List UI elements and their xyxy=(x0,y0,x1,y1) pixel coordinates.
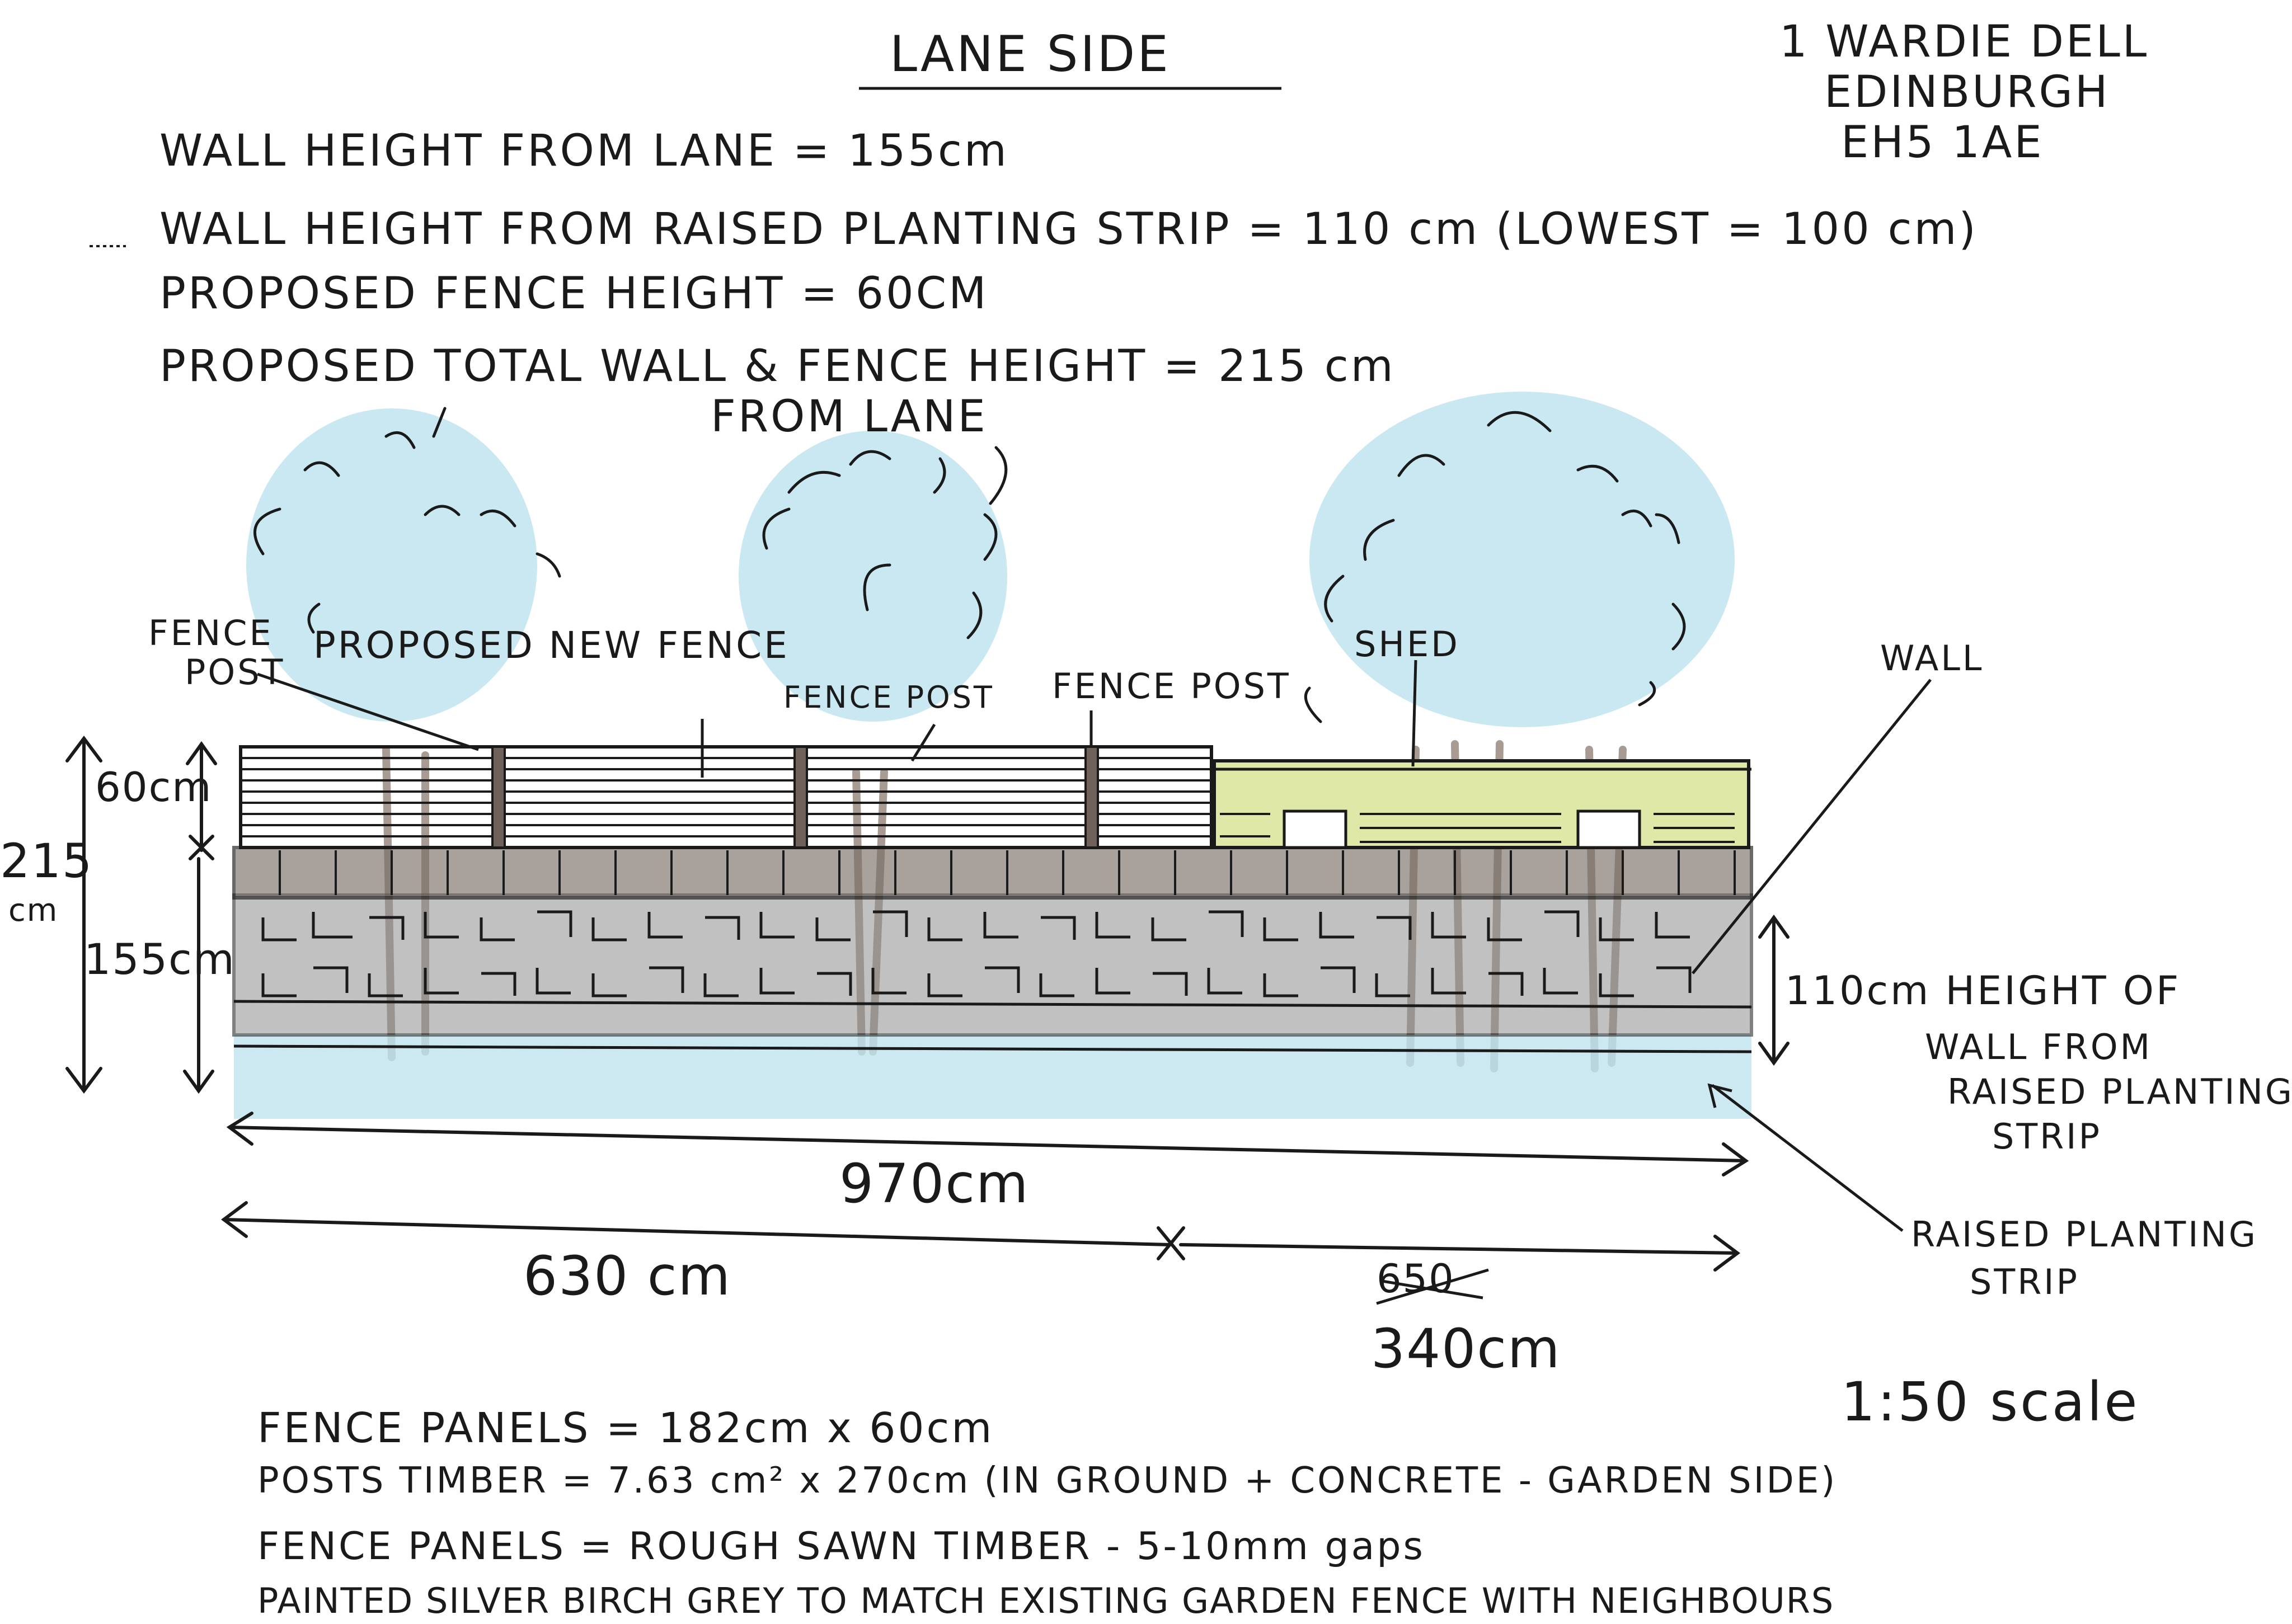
spec-wall-height-lane: WALL HEIGHT FROM LANE = 155cm xyxy=(159,126,1009,176)
planting-strip-top xyxy=(233,1044,1752,1053)
fence-post xyxy=(491,746,506,849)
dim-right-length: 340cm xyxy=(1371,1317,1561,1380)
fence-post xyxy=(793,746,808,849)
note-fence-panel-size: FENCE PANELS = 182cm x 60cm xyxy=(257,1404,994,1452)
leader-lines xyxy=(257,660,1932,1232)
horizontal-dimensions xyxy=(221,1112,1749,1272)
fence-slats xyxy=(241,757,1211,837)
dim-fence-height: 60cm xyxy=(95,764,213,811)
fence-posts xyxy=(491,746,1099,849)
wall-stones xyxy=(261,910,1692,997)
spec-total-height: PROPOSED TOTAL WALL & FENCE HEIGHT = 215… xyxy=(159,341,1396,392)
leader-raised-strip-arrowhead xyxy=(1707,1083,1732,1108)
label-raised-planting-strip-2: STRIP xyxy=(1970,1261,2079,1302)
leader-fence-post-mid xyxy=(910,723,936,762)
leader-raised-strip xyxy=(1711,1084,1904,1232)
shed-window xyxy=(1576,809,1641,849)
note-panel-material: FENCE PANELS = ROUGH SAWN TIMBER - 5-10m… xyxy=(257,1524,1425,1569)
dim-right-length-struck: 650 xyxy=(1377,1256,1455,1302)
label-wall-height-note-3: RAISED PLANTING xyxy=(1947,1071,2292,1112)
fence-frame xyxy=(239,745,1213,849)
spec-wall-height-strip: WALL HEIGHT FROM RAISED PLANTING STRIP =… xyxy=(159,204,1978,255)
dim-total-height-unit: cm xyxy=(8,892,59,929)
leader-fence-post-left xyxy=(257,672,479,751)
dim-total-length: 970cm xyxy=(839,1152,1030,1215)
dim-left-length: 630 cm xyxy=(523,1245,732,1307)
leader-shed xyxy=(1411,660,1417,767)
dim-340-arrow xyxy=(1179,1243,1739,1255)
shed-window xyxy=(1283,809,1347,849)
tree-canopy-right xyxy=(1309,392,1735,727)
tree-outlines xyxy=(253,407,1686,723)
vertical-dimensions xyxy=(65,736,1790,1094)
dim-630-arrow xyxy=(222,1218,1171,1246)
fence-post xyxy=(1084,746,1099,849)
tree-canopy-middle xyxy=(739,431,1007,722)
label-raised-planting-strip-1: RAISED PLANTING xyxy=(1911,1214,2258,1255)
note-post-timber: POSTS TIMBER = 7.63 cm² x 270cm (IN GROU… xyxy=(257,1460,1838,1501)
note-paint-finish: PAINTED SILVER BIRCH GREY TO MATCH EXIST… xyxy=(257,1580,1835,1621)
coping-joints xyxy=(279,850,1736,895)
tree-canopies xyxy=(246,392,1735,727)
spec-fence-height: PROPOSED FENCE HEIGHT = 60CM xyxy=(159,269,989,319)
label-wall: WALL xyxy=(1880,638,1984,679)
leader-wall xyxy=(1692,679,1932,975)
label-fence-post-left-2: POST xyxy=(185,652,285,693)
address-line-2: EDINBURGH xyxy=(1824,67,2110,117)
wall-coping xyxy=(232,846,1753,900)
label-shed: SHED xyxy=(1354,624,1460,665)
dim-total-height-value: 215 xyxy=(0,834,93,888)
label-fence-post-right: FENCE POST xyxy=(1052,666,1291,707)
label-fence-post-left-1: FENCE xyxy=(148,613,274,653)
strike-through xyxy=(1376,1268,1489,1305)
label-proposed-new-fence: PROPOSED NEW FENCE xyxy=(313,624,790,667)
dim-wall-height: 155cm xyxy=(84,934,236,984)
label-wall-height-note-1: 110cm HEIGHT OF xyxy=(1785,968,2181,1014)
address-line-3: EH5 1AE xyxy=(1841,117,2044,168)
stone-wall xyxy=(232,893,1753,1037)
drawing-title: LANE SIDE xyxy=(890,25,1171,83)
tree-canopy-left xyxy=(246,408,537,722)
wall-course-line xyxy=(233,1000,1752,1009)
spec-total-height-from-lane: FROM LANE xyxy=(711,392,988,442)
address-line-1: 1 WARDIE DELL xyxy=(1779,17,2149,67)
dim-970-arrow xyxy=(228,1126,1748,1162)
drawing-scale: 1:50 scale xyxy=(1841,1371,2140,1433)
label-fence-post-mid: FENCE POST xyxy=(783,680,994,715)
label-wall-height-note-4: STRIP xyxy=(1992,1116,2102,1157)
shed-boards xyxy=(1220,813,1735,843)
label-wall-height-note-2: WALL FROM xyxy=(1925,1027,2153,1067)
